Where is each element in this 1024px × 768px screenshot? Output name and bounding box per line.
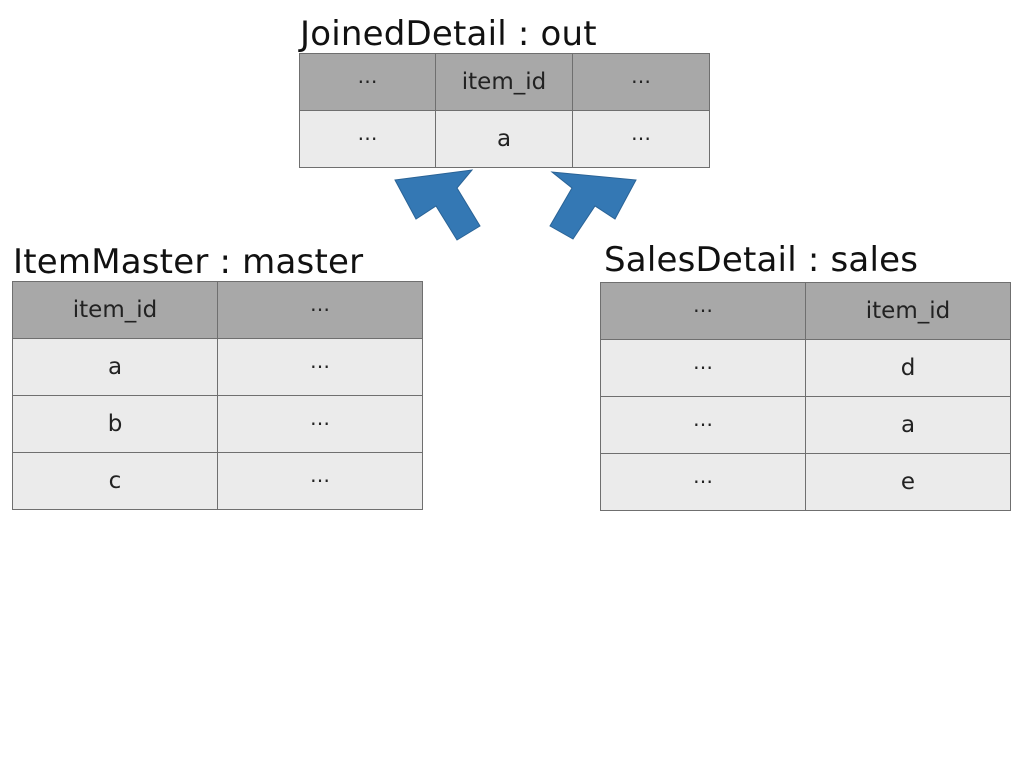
header-cell: … <box>217 281 423 339</box>
table-row: b … <box>12 395 423 453</box>
table-cell: … <box>600 396 806 454</box>
table-cell-item-id: e <box>805 453 1011 511</box>
table-row: c … <box>12 452 423 510</box>
joined-detail-table: … item_id … … a … <box>299 53 710 168</box>
table-cell: … <box>600 453 806 511</box>
header-cell-item-id: item_id <box>805 282 1011 340</box>
table-cell: … <box>572 110 710 168</box>
table-cell-item-id: a <box>12 338 218 396</box>
item-master-title: ItemMaster : master <box>13 242 364 282</box>
table-cell-item-id: c <box>12 452 218 510</box>
table-row: a … <box>12 338 423 396</box>
table-row: … e <box>600 453 1011 511</box>
table-cell-item-id: d <box>805 339 1011 397</box>
table-row: … a <box>600 396 1011 454</box>
sales-detail-table: … item_id … d … a … e <box>600 282 1011 511</box>
arrow-to-master <box>394 169 481 241</box>
table-cell-item-id: b <box>12 395 218 453</box>
table-header-row: … item_id <box>600 282 1011 340</box>
header-cell: … <box>600 282 806 340</box>
table-cell-item-id: a <box>805 396 1011 454</box>
table-cell: … <box>217 452 423 510</box>
table-cell: … <box>600 339 806 397</box>
joined-detail-title: JoinedDetail : out <box>300 14 597 54</box>
table-cell-item-id: a <box>435 110 573 168</box>
table-cell: … <box>299 110 436 168</box>
table-cell: … <box>217 395 423 453</box>
header-cell: … <box>299 53 436 111</box>
sales-detail-title: SalesDetail : sales <box>604 240 919 280</box>
arrow-to-sales <box>549 171 637 240</box>
header-cell: … <box>572 53 710 111</box>
table-cell: … <box>217 338 423 396</box>
table-header-row: … item_id … <box>299 53 710 111</box>
header-cell-item-id: item_id <box>12 281 218 339</box>
table-row: … d <box>600 339 1011 397</box>
table-header-row: item_id … <box>12 281 423 339</box>
header-cell-item-id: item_id <box>435 53 573 111</box>
table-row: … a … <box>299 110 710 168</box>
item-master-table: item_id … a … b … c … <box>12 281 423 510</box>
